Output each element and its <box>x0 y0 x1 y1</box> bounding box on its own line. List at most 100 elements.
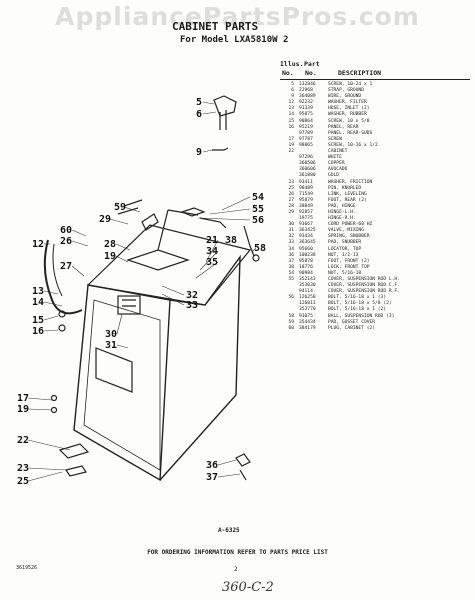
illus-number: 31 <box>288 228 294 234</box>
callout-label: 16 <box>32 326 45 337</box>
callout-label: 54 <box>252 192 265 203</box>
part-description: COVER, SUSPENSION ROD L.H. <box>328 277 400 282</box>
part-number: 93411 <box>299 179 313 185</box>
part-number: 361880 <box>299 173 316 179</box>
exploded-diagram <box>27 95 260 482</box>
part-number: 97789 <box>299 130 313 136</box>
callout-label: 36 <box>206 460 219 471</box>
page-title: CABINET PARTS <box>172 20 259 33</box>
table-row: 23 93411 WASHER, FRICTION <box>280 180 472 186</box>
callout-label: 60 <box>60 225 73 236</box>
part-description: HOSE, INLET (2) <box>328 106 370 112</box>
part-description: BALL, SUSPENSION ROD (3) <box>328 313 395 319</box>
callout-label: 32 <box>186 290 199 301</box>
part-description: LOCATOR, TOP <box>328 246 362 252</box>
part-description: LINK, LEVELING <box>328 191 367 197</box>
illus-number: 37 <box>288 258 294 264</box>
illus-number: 12 <box>288 100 294 106</box>
part-description: HINGE-L.H. <box>328 209 356 215</box>
callout-label: 30 <box>105 329 118 340</box>
part-number: 93434 <box>299 234 313 240</box>
part-number: 97296 <box>299 155 313 161</box>
part-number: 354434 <box>299 319 316 325</box>
part-description: BOLT, 5/16-18 x 1 (2) <box>328 307 387 313</box>
part-description: FOOT, FRONT (2) <box>328 258 370 264</box>
part-number: 19775 <box>299 216 313 222</box>
illus-number: 9 <box>291 94 294 100</box>
header-part: No. <box>305 69 317 77</box>
part-number: 94114 <box>299 289 313 295</box>
callout-label: 38 <box>225 235 238 246</box>
part-description: WASHER, FRICTION <box>328 179 373 185</box>
part-description: PANEL, REAR <box>328 124 359 130</box>
part-description: GOLD <box>328 173 340 179</box>
callout-label: 17 <box>17 393 30 404</box>
part-description: CABINET <box>328 149 348 155</box>
illus-number: 14 <box>288 112 294 118</box>
part-description: BOLT, 5/16-18 x 5/8 (2) <box>328 301 392 307</box>
callout-label: 55 <box>252 204 265 215</box>
part-description: FOOT, REAR (2) <box>328 197 367 203</box>
illus-number: 26 <box>288 191 294 197</box>
footer-note: FOR ORDERING INFORMATION REFER TO PARTS … <box>147 549 328 556</box>
illus-number: 17 <box>288 136 294 142</box>
illus-number: 38 <box>288 264 294 270</box>
callout-label: 13 <box>32 286 45 297</box>
callout-label: 9 <box>196 147 203 158</box>
part-number: 384179 <box>299 325 316 331</box>
table-row: 360606 AVOCADO <box>280 167 472 173</box>
part-number: 91075 <box>299 313 313 319</box>
part-description: PANEL, REAR-SUDS <box>328 130 373 136</box>
part-description: AVOCADO <box>328 167 348 173</box>
part-description: HINGE-R.H. <box>328 216 356 222</box>
part-description: SCREW, 10 x 5/8 <box>328 118 370 124</box>
illus-number: 58 <box>288 313 294 319</box>
part-number: 364089 <box>299 94 316 100</box>
part-number: 353030 <box>299 283 316 289</box>
callout-label: 58 <box>254 243 267 254</box>
callout-label: 6 <box>196 109 203 120</box>
part-number: 353770 <box>299 307 316 313</box>
callout-label: 31 <box>105 340 118 351</box>
illus-number: 60 <box>288 325 294 331</box>
callout-label: 37 <box>206 472 219 483</box>
part-number: 38849 <box>299 203 313 209</box>
illus-number: 23 <box>288 179 294 185</box>
header-desc: DESCRIPTION <box>338 69 382 77</box>
part-number: 90984 <box>299 270 313 276</box>
part-number: 97787 <box>299 136 313 142</box>
table-row: 58 91075 BALL, SUSPENSION ROD (3) <box>280 314 472 320</box>
part-number: 95219 <box>299 124 313 130</box>
callout-label: 22 <box>17 435 30 446</box>
part-number: 360606 <box>299 167 316 173</box>
callout-label: 23 <box>17 463 30 474</box>
illus-number: 34 <box>288 246 294 252</box>
watermark: AppliancePartsPros.com <box>55 2 420 31</box>
callout-label: 15 <box>32 315 45 326</box>
illus-number: 13 <box>288 106 294 112</box>
illus-number: 27 <box>288 197 294 203</box>
part-description: LOCK, FRONT TOP <box>328 264 370 270</box>
callout-label: 34 <box>206 246 219 257</box>
part-number: 126011 <box>299 301 316 307</box>
callout-label: 29 <box>99 214 112 225</box>
part-description: NUT, 5/16-18 <box>328 270 362 276</box>
part-description: SCREW, 10-16 x 1/2 <box>328 142 378 148</box>
